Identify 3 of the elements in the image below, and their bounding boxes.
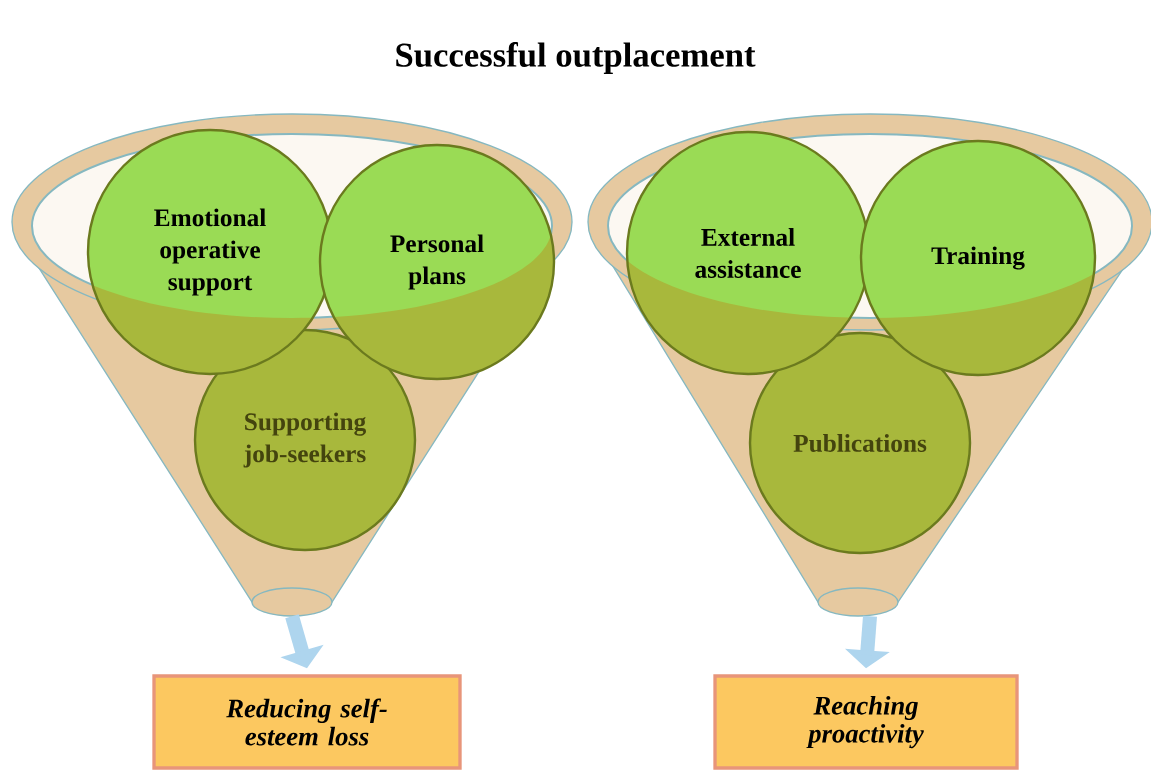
- result-box: Reducing self-esteem loss: [152, 674, 462, 770]
- result-box: Reaching proactivity: [713, 674, 1019, 770]
- title: Successful outplacement: [396, 42, 756, 74]
